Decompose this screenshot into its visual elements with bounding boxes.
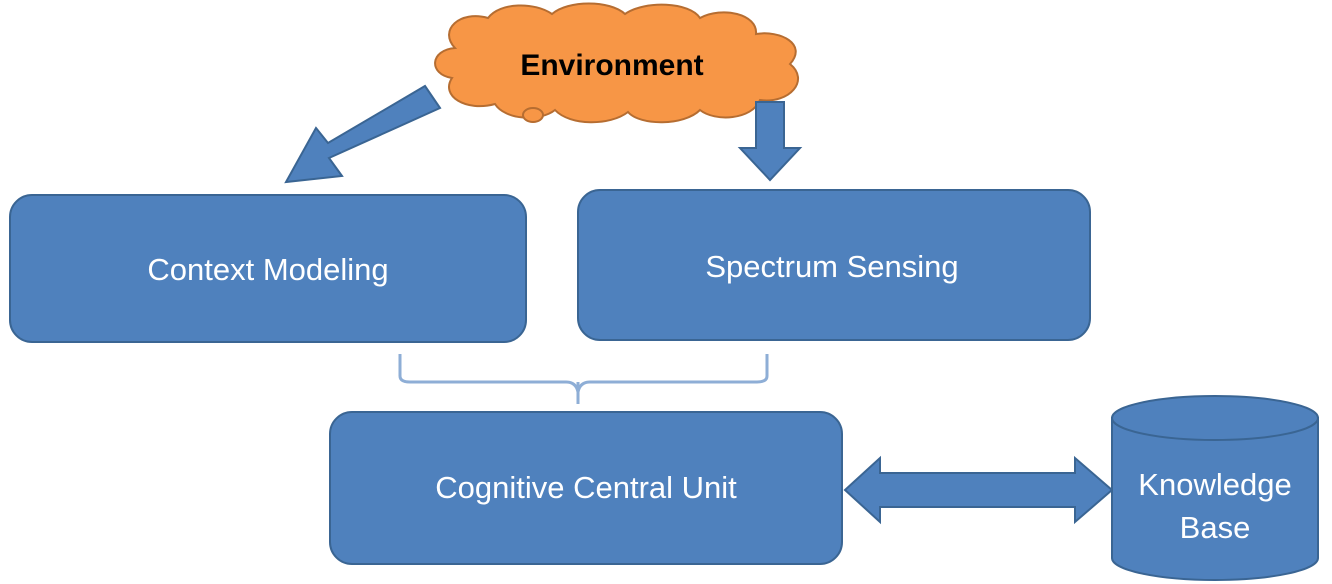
knowledge-base-cylinder-top: [1111, 395, 1319, 441]
cognitive-central-unit-node: Cognitive Central Unit: [329, 411, 843, 565]
cognitive-central-unit-box: [329, 411, 843, 565]
context-modeling-label: Context Modeling: [147, 252, 388, 287]
knowledge-base-node: Knowledge Base: [1111, 395, 1319, 581]
cognitive-central-unit-label: Cognitive Central Unit: [435, 470, 737, 505]
context-modeling-node: Context Modeling: [9, 194, 527, 343]
knowledge-base-label-line2: Base: [1180, 510, 1251, 545]
spectrum-sensing-node: Spectrum Sensing: [577, 189, 1091, 341]
context-modeling-box: [9, 194, 527, 343]
arrow-environment-to-spectrum-sensing: [737, 101, 803, 182]
spectrum-sensing-label: Spectrum Sensing: [705, 249, 958, 284]
arrow-environment-to-context-modeling: [284, 84, 442, 184]
environment-label: Environment: [520, 49, 703, 82]
knowledge-base-cylinder-body: [1111, 417, 1319, 581]
environment-node: Environment: [434, 2, 800, 124]
environment-cloud-bubble: [522, 107, 544, 123]
environment-cloud-shape: [434, 2, 800, 124]
spectrum-sensing-box: [577, 189, 1091, 341]
brace-connector: [398, 354, 769, 393]
arrow-central-unit-knowledge-base: [843, 455, 1114, 525]
knowledge-base-label-line1: Knowledge: [1138, 467, 1291, 502]
